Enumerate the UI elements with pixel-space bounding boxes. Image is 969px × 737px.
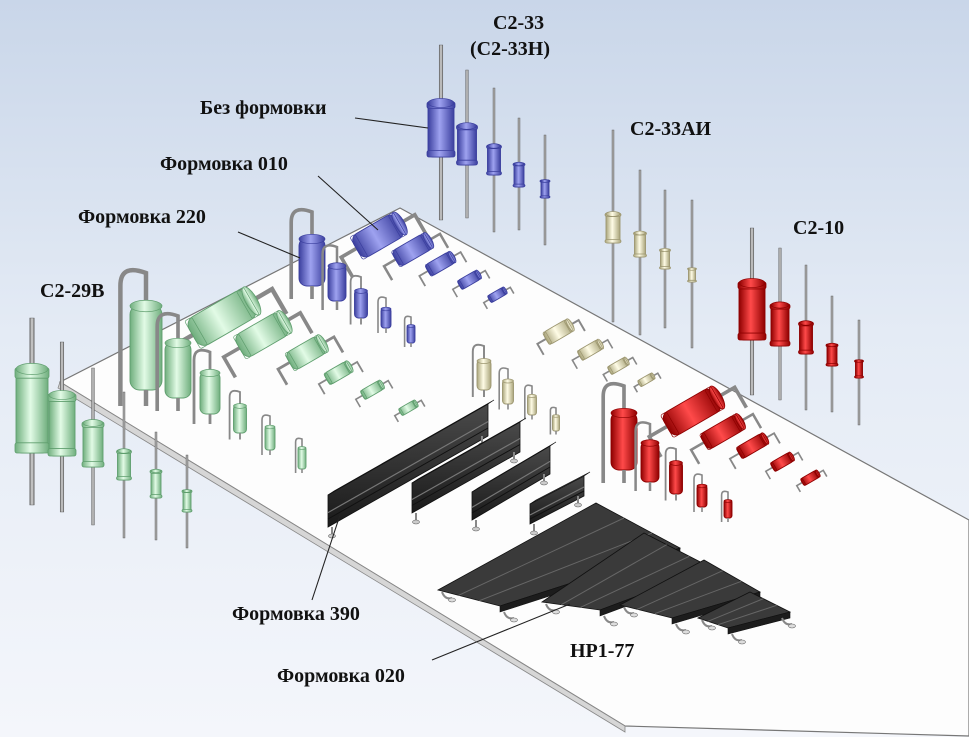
c2-29v-resistor-2 xyxy=(47,341,77,513)
c2-29v-resistor-3 xyxy=(81,367,105,526)
cream-formovka-220-3 xyxy=(524,384,537,420)
blue-formovka-220-1 xyxy=(289,207,326,299)
label-formovka-390: Формовка 390 xyxy=(232,603,360,625)
label-formovka-220: Формовка 220 xyxy=(78,206,206,228)
leader-lines xyxy=(237,117,571,661)
label-c2-10: С2-10 xyxy=(793,217,845,239)
blue-formovka-220-5 xyxy=(403,315,416,347)
c2-33-resistor-1 xyxy=(426,44,456,221)
green-formovka-010-2 xyxy=(221,310,314,379)
black-finned-resistor-4 xyxy=(529,471,591,536)
c2-10-resistor-1 xyxy=(737,227,767,396)
leader-formovka-220 xyxy=(237,231,301,259)
vertical-resistors xyxy=(14,44,864,549)
green-formovka-220-1 xyxy=(118,267,163,406)
green-formovka-010-4 xyxy=(317,360,364,395)
leader-formovka-020 xyxy=(431,603,571,661)
red-formovka-220-4 xyxy=(693,473,708,512)
green-formovka-010-5 xyxy=(354,379,394,408)
board-mounted-resistors xyxy=(118,207,828,539)
red-formovka-010-3 xyxy=(728,432,781,470)
label-c2-33ai: С2-33АИ xyxy=(630,118,712,140)
black-finned-resistor-2 xyxy=(411,417,527,525)
green-formovka-220-3 xyxy=(192,348,221,424)
green-formovka-220-6 xyxy=(294,437,307,473)
leader-formovka-390 xyxy=(311,514,341,601)
blue-formovka-010-3 xyxy=(418,250,468,287)
blue-formovka-010-4 xyxy=(451,269,491,298)
cream-formovka-220-2 xyxy=(498,367,514,410)
cream-formovka-010-2 xyxy=(571,338,614,370)
c2-33-resistor-2 xyxy=(456,69,478,219)
green-formovka-220-4 xyxy=(228,389,247,440)
blue-formovka-010-5 xyxy=(482,286,515,310)
red-formovka-220-3 xyxy=(664,446,683,501)
c2-33ai-resistor-1 xyxy=(604,129,622,323)
c2-33-resistor-5 xyxy=(539,134,551,246)
blue-formovka-220-3 xyxy=(349,274,368,325)
c2-10-resistor-3 xyxy=(798,264,814,411)
label-formovka-020: Формовка 020 xyxy=(277,665,405,687)
c2-29v-resistor-4 xyxy=(116,391,132,539)
green-formovka-010-3 xyxy=(276,334,345,386)
leader-bez-formovki xyxy=(354,117,429,129)
blue-formovka-010-1 xyxy=(338,211,429,279)
label-c2-33: С2-33 xyxy=(493,12,545,34)
red-formovka-010-2 xyxy=(689,412,763,465)
label-c2-33n: (С2-33Н) xyxy=(470,38,550,60)
red-formovka-220-5 xyxy=(720,490,733,522)
c2-33-resistor-4 xyxy=(512,117,526,231)
blue-formovka-220-2 xyxy=(321,244,347,310)
c2-33-resistor-3 xyxy=(486,87,502,233)
cream-formovka-220-1 xyxy=(471,343,492,397)
label-hp1-77: НР1-77 xyxy=(570,640,635,662)
blue-formovka-220-4 xyxy=(377,296,392,333)
black-finned-resistor-3 xyxy=(471,441,557,532)
c2-33ai-resistor-2 xyxy=(633,169,647,336)
blue-formovka-010-2 xyxy=(382,232,450,281)
cream-formovka-010-1 xyxy=(536,318,586,356)
cream-formovka-010-4 xyxy=(633,372,662,393)
c2-10-resistor-5 xyxy=(854,319,864,426)
c2-10-resistor-4 xyxy=(825,295,839,413)
green-formovka-220-2 xyxy=(155,311,192,411)
c2-29v-resistor-1 xyxy=(14,317,50,506)
hp1-77-plate-resistors xyxy=(436,502,796,645)
c2-33ai-resistor-3 xyxy=(659,189,671,329)
c2-10-resistor-2 xyxy=(769,247,791,401)
cream-formovka-220-4 xyxy=(549,406,560,435)
green-formovka-010-6 xyxy=(393,399,426,423)
red-formovka-220-2 xyxy=(634,421,660,491)
red-formovka-010-5 xyxy=(795,469,828,493)
c2-29v-resistor-6 xyxy=(181,454,193,549)
red-formovka-220-1 xyxy=(601,381,638,483)
c2-29v-resistor-5 xyxy=(149,431,163,541)
c2-33ai-resistor-4 xyxy=(687,199,697,349)
label-bez-formovki: Без формовки xyxy=(200,97,327,119)
leader-formovka-010 xyxy=(317,175,379,231)
green-formovka-220-5 xyxy=(261,414,276,455)
red-formovka-010-4 xyxy=(764,451,804,480)
cream-formovka-010-3 xyxy=(602,356,638,382)
hp1-77-plate-4 xyxy=(696,591,796,645)
label-formovka-010: Формовка 010 xyxy=(160,153,288,175)
label-c2-29v: С2-29В xyxy=(40,280,105,302)
